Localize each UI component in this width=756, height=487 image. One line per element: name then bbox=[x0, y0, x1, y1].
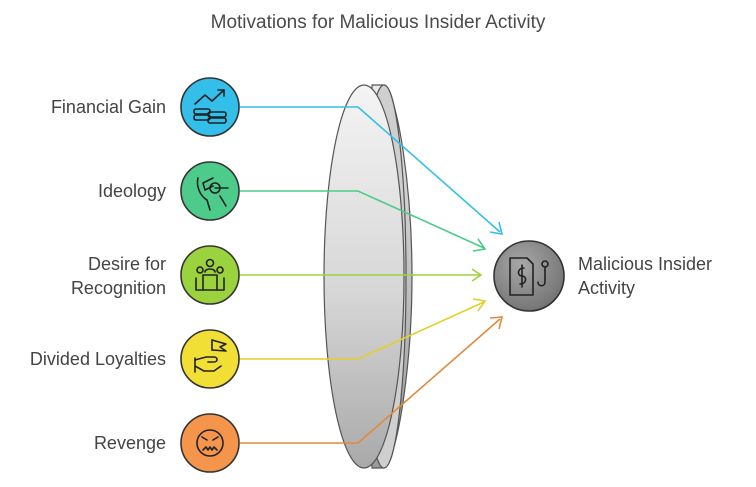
money-growth-icon bbox=[180, 77, 240, 137]
podium-icon bbox=[180, 245, 240, 305]
input-label-financial-gain: Financial Gain bbox=[50, 97, 166, 117]
input-label-desire-for-recognition: Desire for Recognition bbox=[70, 254, 166, 298]
document-hook-icon bbox=[493, 240, 565, 312]
connector-desire-for-recognition bbox=[240, 268, 483, 282]
input-label-divided-loyalties: Divided Loyalties bbox=[29, 349, 166, 369]
lens-shape bbox=[323, 84, 413, 469]
diagram-title: Motivations for Malicious Insider Activi… bbox=[210, 12, 546, 33]
connector-financial-gain bbox=[240, 106, 504, 235]
thought-head-icon bbox=[180, 161, 240, 221]
output-label: Malicious Insider Activity bbox=[578, 254, 713, 298]
input-label-revenge: Revenge bbox=[93, 433, 166, 453]
connector-divided-loyalties bbox=[240, 298, 487, 360]
connector-ideology bbox=[240, 190, 487, 252]
hand-flag-icon bbox=[180, 329, 240, 389]
connector-revenge bbox=[240, 316, 504, 444]
angry-face-icon bbox=[180, 413, 240, 473]
input-label-ideology: Ideology bbox=[97, 181, 166, 201]
